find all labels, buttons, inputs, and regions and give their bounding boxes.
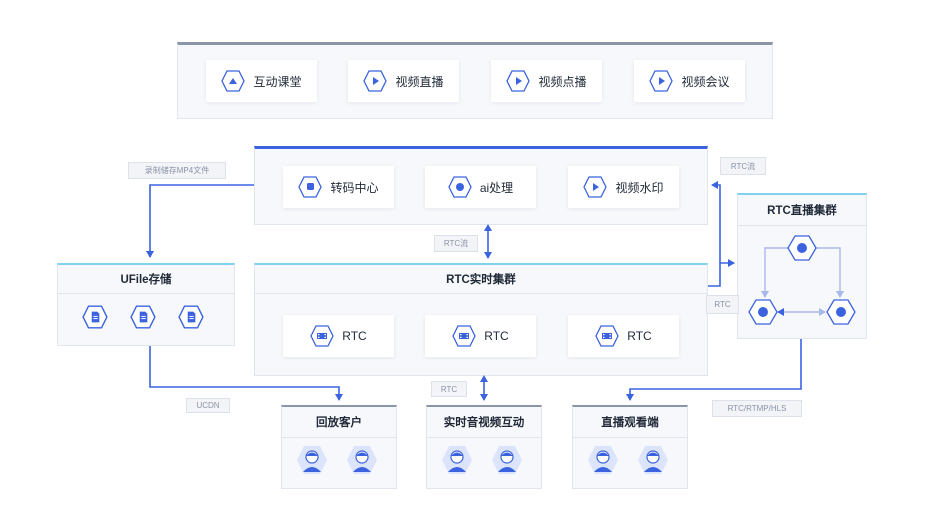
- file-icon: [82, 304, 108, 330]
- edge-record: [146, 184, 254, 258]
- user-icon: [491, 444, 523, 476]
- rtc-cluster-title: RTC实时集群: [446, 274, 516, 286]
- edge-ucdn: [149, 346, 343, 401]
- service-card-live[interactable]: 视频直播: [348, 60, 459, 102]
- processing-card-watermark[interactable]: 视频水印: [568, 166, 679, 208]
- rtc-node[interactable]: RTC: [425, 315, 536, 357]
- file-icon: [178, 304, 204, 330]
- rtc-node[interactable]: RTC: [568, 315, 679, 357]
- processing-label: 视频水印: [615, 180, 664, 195]
- edge-protocols: [626, 339, 802, 401]
- edge-label-ucdn: UCDN: [186, 398, 230, 413]
- file-icon: [130, 304, 156, 330]
- playback-client-panel: 回放客户: [281, 405, 397, 489]
- cloud-node-icon: [826, 299, 856, 325]
- edge-label-rtc-stream-mid: RTC流: [434, 235, 478, 252]
- film-icon: [310, 324, 334, 348]
- live-cluster-title: RTC直播集群: [767, 205, 837, 217]
- user-icon: [587, 444, 619, 476]
- processing-card-transcode[interactable]: 转码中心: [283, 166, 394, 208]
- user-icon: [296, 444, 328, 476]
- edge-live-to-processing: [711, 181, 721, 263]
- processing-label: 转码中心: [330, 180, 379, 195]
- service-label: 互动课堂: [253, 74, 302, 89]
- live-view-client-panel: 直播观看端: [572, 405, 688, 489]
- play-icon: [583, 175, 608, 199]
- user-icon: [346, 444, 378, 476]
- live-view-client-title: 直播观看端: [601, 417, 659, 429]
- service-label: 视频点播: [538, 74, 587, 89]
- service-card-vod[interactable]: 视频点播: [491, 60, 602, 102]
- edge-label-protocols: RTC/RTMP/HLS: [712, 400, 802, 417]
- play-icon: [363, 69, 388, 93]
- play-icon: [649, 69, 674, 93]
- cloud-node-icon: [787, 235, 817, 261]
- playback-client-title: 回放客户: [316, 417, 362, 429]
- service-label: 视频直播: [395, 74, 444, 89]
- rtc-node[interactable]: RTC: [283, 315, 394, 357]
- user-icon: [441, 444, 473, 476]
- edge-label-rtc-bottom: RTC: [431, 381, 467, 397]
- edge-rtc-to-live: [708, 259, 735, 287]
- service-label: 视频会议: [681, 74, 730, 89]
- user-icon: [637, 444, 669, 476]
- interactive-client-title: 实时音视频互动: [443, 417, 525, 429]
- film-icon: [595, 324, 619, 348]
- interactive-class-icon: [221, 69, 246, 93]
- rtc-node-label: RTC: [627, 329, 652, 343]
- transcode-icon: [298, 175, 323, 199]
- edge-label-rtc-right: RTC: [706, 295, 739, 314]
- ufile-panel: UFile存储: [57, 263, 235, 346]
- service-card-meeting[interactable]: 视频会议: [634, 60, 745, 102]
- edge-label-rtc-stream-top: RTC流: [720, 157, 766, 175]
- service-card-interactive-class[interactable]: 互动课堂: [206, 60, 317, 102]
- film-icon: [452, 324, 476, 348]
- rtc-node-label: RTC: [484, 329, 509, 343]
- cloud-node-icon: [748, 299, 778, 325]
- play-icon: [506, 69, 531, 93]
- ufile-title: UFile存储: [120, 274, 172, 286]
- processing-card-ai[interactable]: ai处理: [425, 166, 536, 208]
- processing-label: ai处理: [479, 180, 514, 195]
- rtc-node-label: RTC: [342, 329, 367, 343]
- edge-label-record: 录制储存MP4文件: [128, 162, 226, 179]
- interactive-client-panel: 实时音视频互动: [426, 405, 542, 489]
- ai-icon: [448, 175, 472, 199]
